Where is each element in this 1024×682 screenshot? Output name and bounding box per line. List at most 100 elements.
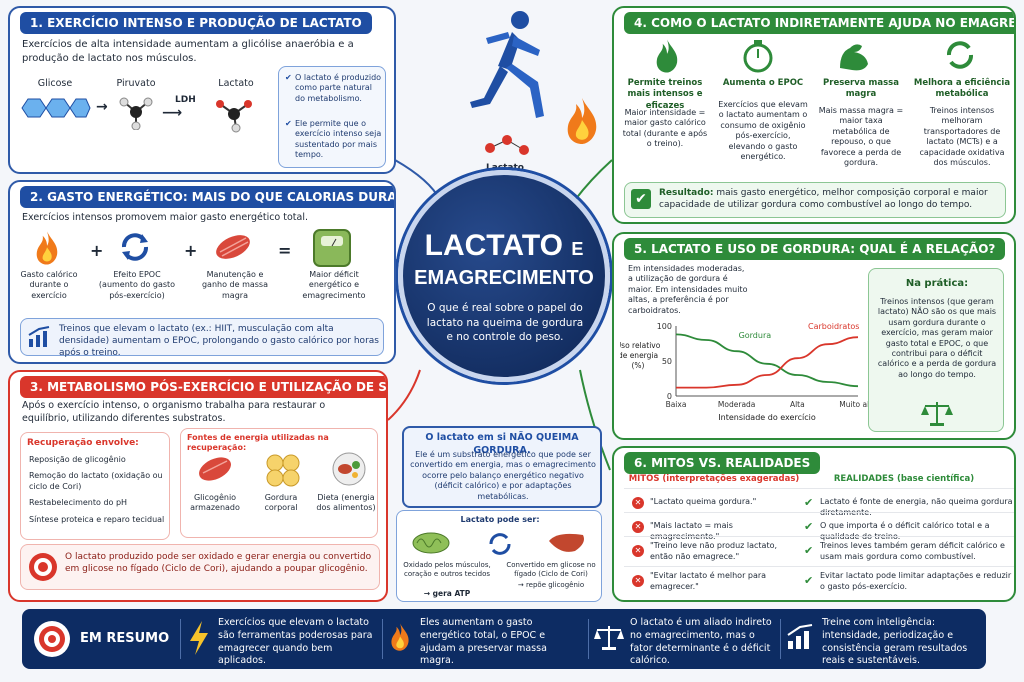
x-tick-label: Alta [790, 400, 805, 409]
recovery-item: Restabelecimento do pH [29, 498, 128, 508]
summary-label: EM RESUMO [80, 631, 170, 646]
item-lean-mass: Manutenção e ganho de massa magra [201, 270, 269, 300]
series-line-gordura [675, 333, 859, 388]
pyruvate-molecule-icon [118, 94, 154, 134]
recovery-item: Síntese proteica e reparo tecidual [29, 514, 165, 524]
lactate-label: Lactato [485, 163, 524, 173]
section-3-note-box: O lactato produzido pode ser oxidado e g… [20, 544, 380, 590]
check-icon: ✔ [804, 574, 814, 587]
section-2-intro: Exercícios intensos promovem maior gasto… [22, 212, 309, 223]
myth-text: "Lactato queima gordura." [650, 497, 757, 506]
summary-target-icon [32, 619, 72, 663]
series-label-carboidratos: Carboidratos [808, 322, 859, 331]
y-axis-label: Uso relativo [620, 341, 661, 350]
section-5-intro: Em intensidades moderadas, a utilização … [628, 264, 748, 315]
myth-text: "Evitar lactato é melhor para emagrecer.… [650, 571, 767, 591]
energy-sources-box: Fontes de energia utilizadas na recupera… [180, 428, 378, 538]
source-body-fat: Gordura corporal [264, 493, 298, 513]
center-subtitle: O que é real sobre o papel do lactato na… [426, 302, 584, 344]
section-1-note-1: O lactato é produzido como parte natural… [295, 73, 382, 103]
mid-key-text: Ele é um substrato energético que pode s… [410, 450, 596, 501]
section-4-panel: 4. COMO O LACTATO INDIRETAMENTE AJUDA NO… [612, 6, 1016, 224]
target-icon [27, 551, 59, 587]
pyruvate-label: Piruvato [116, 78, 156, 89]
equals-sign: = [278, 241, 292, 260]
myth-text: "Treino leve não produz lactato, então n… [650, 541, 778, 561]
center-title-e: E [571, 239, 584, 259]
lactate-options-box: Lactato pode ser: Oxidado pelos músculos… [396, 510, 602, 602]
lactate-can-be-title: Lactato pode ser: [460, 515, 540, 524]
liver-icon [547, 531, 587, 559]
summary-point-2: Eles aumentam o gasto energético total, … [420, 617, 547, 667]
arrow-1: → [96, 99, 108, 115]
stopwatch-icon [742, 38, 774, 78]
summary-point-3: O lactato é um aliado indireto no emagre… [630, 617, 772, 667]
scale-icon [312, 228, 352, 272]
item-epoc: Efeito EPOC (aumento do gasto pós-exercí… [98, 270, 176, 300]
cycle-arrow-icon [487, 531, 513, 561]
lactate-step-molecule-icon [214, 94, 258, 138]
arrow-2: ⟶ [162, 105, 183, 121]
benefit-1-text: Maior intensidade = maior gasto calórico… [622, 108, 708, 149]
y-tick-label: 50 [662, 357, 672, 366]
calorie-flame-icon [32, 230, 62, 270]
benefit-4-text: Treinos intensos melhoram transportadore… [919, 106, 1005, 167]
x-icon: ✕ [632, 575, 644, 587]
growth-chart-icon [27, 325, 53, 353]
center-title-lactato: LACTATO [424, 229, 563, 262]
series-label-gordura: Gordura [739, 331, 772, 340]
summary-scale-icon [594, 623, 624, 655]
section-5-panel: 5. LACTATO E USO DE GORDURA: QUAL É A RE… [612, 232, 1016, 440]
check-icon: ✔ [804, 520, 814, 533]
myths-heading: MITOS (interpretações exageradas) [628, 474, 800, 484]
benefit-3-text: Mais massa magra = maior taxa metabólica… [818, 106, 904, 167]
plus-1: + [90, 241, 104, 260]
section-1-title: 1. EXERCÍCIO INTENSO E PRODUÇÃO DE LACTA… [20, 12, 372, 34]
option-oxidized-result: → gera ATP [423, 589, 471, 598]
x-axis-label: Intensidade do exercício [718, 413, 816, 422]
mid-key-title: O lactato em si NÃO QUEIMA GORDURA. [425, 432, 579, 456]
section-3-intro: Após o exercício intenso, o organismo tr… [22, 400, 326, 424]
balance-scale-icon [921, 399, 953, 431]
source-diet: Dieta (energia dos alimentos) [316, 493, 376, 513]
realities-heading: REALIDADES (base científica) [833, 474, 975, 484]
section-5-title: 5. LACTATO E USO DE GORDURA: QUAL É A RE… [624, 238, 1006, 260]
energy-sources-title: Fontes de energia utilizadas na recupera… [187, 433, 329, 453]
option-oxidized: Oxidado pelos músculos, coração e outros… [403, 561, 491, 579]
section-1-note-box: ✔ O lactato é produzido como parte natur… [278, 66, 386, 168]
section-3-panel: 3. METABOLISMO PÓS-EXERCÍCIO E UTILIZAÇÃ… [8, 370, 388, 602]
section-2-note: Treinos que elevam o lactato (ex.: HIIT,… [59, 324, 379, 359]
section-2-title: 2. GASTO ENERGÉTICO: MAIS DO QUE CALORIA… [20, 186, 394, 208]
item-deficit: Maior déficit energético e emagrecimento [302, 270, 366, 300]
reality-text: Treinos leves também geram déficit calór… [820, 541, 1005, 561]
lightning-icon [188, 621, 210, 659]
result-box: ✔ Resultado: mais gasto energético, melh… [624, 182, 1006, 218]
section-1-intro: Exercícios de alta intensidade aumentam … [22, 39, 354, 64]
in-practice-text: Treinos intensos (que geram lactato) NÃO… [877, 297, 997, 379]
x-tick-label: Moderada [718, 400, 755, 409]
x-tick-label: Muito alta [839, 400, 868, 409]
option-converted-result: → repõe glicogênio [517, 581, 585, 589]
in-practice-box: Na prática: Treinos intensos (que geram … [868, 268, 1004, 432]
recovery-title: Recuperação envolve: [27, 438, 139, 448]
result-text: mais gasto energético, melhor composição… [659, 188, 988, 211]
summary-footer: EM RESUMO Exercícios que elevam o lactat… [22, 609, 986, 669]
recovery-box: Recuperação envolve: Reposição de glicog… [20, 432, 170, 540]
summary-growth-icon [786, 623, 816, 655]
mitochondria-icon [411, 531, 451, 559]
check-box-icon: ✔ [631, 189, 651, 209]
center-title-emagrecimento: EMAGRECIMENTO [414, 267, 594, 289]
section-2-note-box: Treinos que elevam o lactato (ex.: HIIT,… [20, 318, 384, 359]
summary-point-4: Treine com inteligência: intensidade, pe… [822, 617, 968, 667]
muscle-icon [212, 228, 254, 270]
reality-text: Evitar lactato pode limitar adaptações e… [820, 571, 1012, 591]
recovery-item: Remoção do lactato (oxidação ou ciclo de… [29, 471, 163, 491]
flexed-arm-icon [836, 38, 872, 78]
x-icon: ✕ [632, 497, 644, 509]
summary-point-1: Exercícios que elevam o lactato são ferr… [218, 617, 373, 667]
section-2-panel: 2. GASTO ENERGÉTICO: MAIS DO QUE CALORIA… [8, 180, 396, 364]
section-1-panel: 1. EXERCÍCIO INTENSO E PRODUÇÃO DE LACTA… [8, 6, 396, 174]
benefit-2-heading: Aumenta o EPOC [722, 78, 804, 88]
section-1-note-2: Ele permite que o exercício intenso seja… [295, 119, 382, 160]
y-axis-label: (%) [632, 361, 645, 370]
